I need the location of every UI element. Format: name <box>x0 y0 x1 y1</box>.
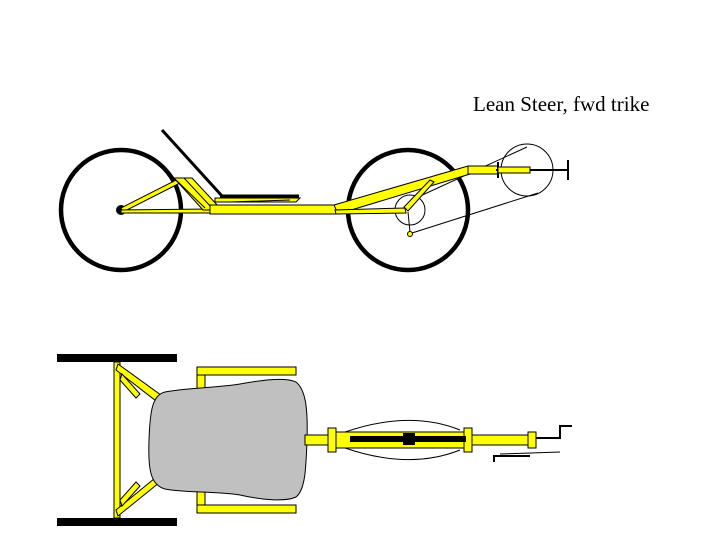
drawing-title: Lean Steer, fwd trike <box>473 92 650 116</box>
main-boom <box>209 165 499 215</box>
rear-stays <box>120 177 211 214</box>
rear-frame-top <box>113 361 166 519</box>
side-view <box>58 128 569 273</box>
seat-struts <box>172 177 222 211</box>
rear-wheel-left-top <box>57 354 177 362</box>
seat-side <box>160 128 302 203</box>
rear-wheel-right-top <box>57 518 177 526</box>
top-view <box>57 354 572 526</box>
crank-top <box>493 425 572 462</box>
front-wheel-top <box>344 419 466 461</box>
crank-side <box>496 160 569 180</box>
seat-top <box>148 378 308 501</box>
front-fork <box>334 179 435 237</box>
chain-lower <box>411 192 539 234</box>
